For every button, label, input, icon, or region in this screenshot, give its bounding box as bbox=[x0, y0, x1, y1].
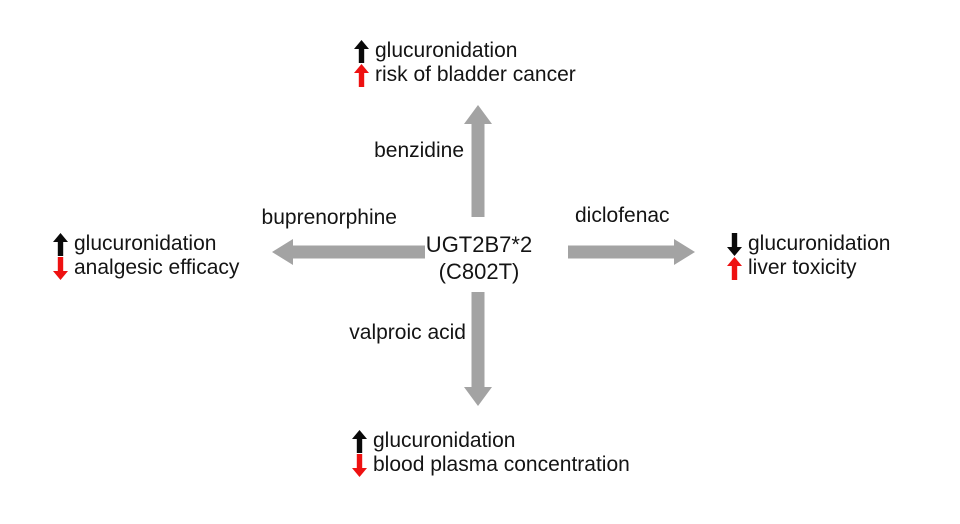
decrease-arrow-icon bbox=[53, 256, 68, 280]
effect-label: glucuronidation bbox=[373, 429, 516, 452]
drug-label-buprenorphine: buprenorphine bbox=[261, 206, 397, 229]
increase-arrow-icon bbox=[352, 429, 367, 453]
center-gene-label: UGT2B7*2 (C802T) bbox=[426, 231, 532, 285]
connector-arrow-up-icon bbox=[464, 105, 492, 217]
effect-line: glucuronidation bbox=[354, 39, 576, 63]
effect-annotation-right: glucuronidation liver toxicity bbox=[727, 232, 890, 280]
drug-label-valproic-acid: valproic acid bbox=[349, 321, 466, 344]
effect-line: liver toxicity bbox=[727, 256, 890, 280]
gene-variant: (C802T) bbox=[438, 259, 520, 284]
effect-label: blood plasma concentration bbox=[373, 453, 630, 476]
effect-label: risk of bladder cancer bbox=[375, 63, 576, 86]
effect-annotation-left: glucuronidation analgesic efficacy bbox=[53, 232, 239, 280]
drug-label-benzidine: benzidine bbox=[374, 139, 464, 162]
connector-arrow-right-icon bbox=[568, 239, 695, 265]
effect-line: glucuronidation bbox=[727, 232, 890, 256]
effect-annotation-bottom: glucuronidation blood plasma concentrati… bbox=[352, 429, 630, 477]
effect-line: blood plasma concentration bbox=[352, 453, 630, 477]
effect-label: glucuronidation bbox=[748, 232, 891, 255]
connector-arrow-down-icon bbox=[464, 292, 492, 406]
decrease-arrow-icon bbox=[727, 232, 742, 256]
increase-arrow-icon bbox=[53, 232, 68, 256]
gene-name: UGT2B7*2 bbox=[425, 232, 533, 257]
drug-label-diclofenac: diclofenac bbox=[575, 204, 670, 227]
effect-line: glucuronidation bbox=[352, 429, 630, 453]
effect-label: glucuronidation bbox=[375, 39, 518, 62]
effect-annotation-top: glucuronidation risk of bladder cancer bbox=[354, 39, 576, 87]
effect-label: liver toxicity bbox=[748, 256, 857, 279]
decrease-arrow-icon bbox=[352, 453, 367, 477]
effect-line: risk of bladder cancer bbox=[354, 63, 576, 87]
effect-label: analgesic efficacy bbox=[74, 256, 240, 279]
increase-arrow-icon bbox=[354, 39, 369, 63]
connector-arrow-left-icon bbox=[272, 239, 425, 265]
effect-line: glucuronidation bbox=[53, 232, 239, 256]
increase-arrow-icon bbox=[354, 63, 369, 87]
increase-arrow-icon bbox=[727, 256, 742, 280]
effect-line: analgesic efficacy bbox=[53, 256, 239, 280]
effect-label: glucuronidation bbox=[74, 232, 217, 255]
